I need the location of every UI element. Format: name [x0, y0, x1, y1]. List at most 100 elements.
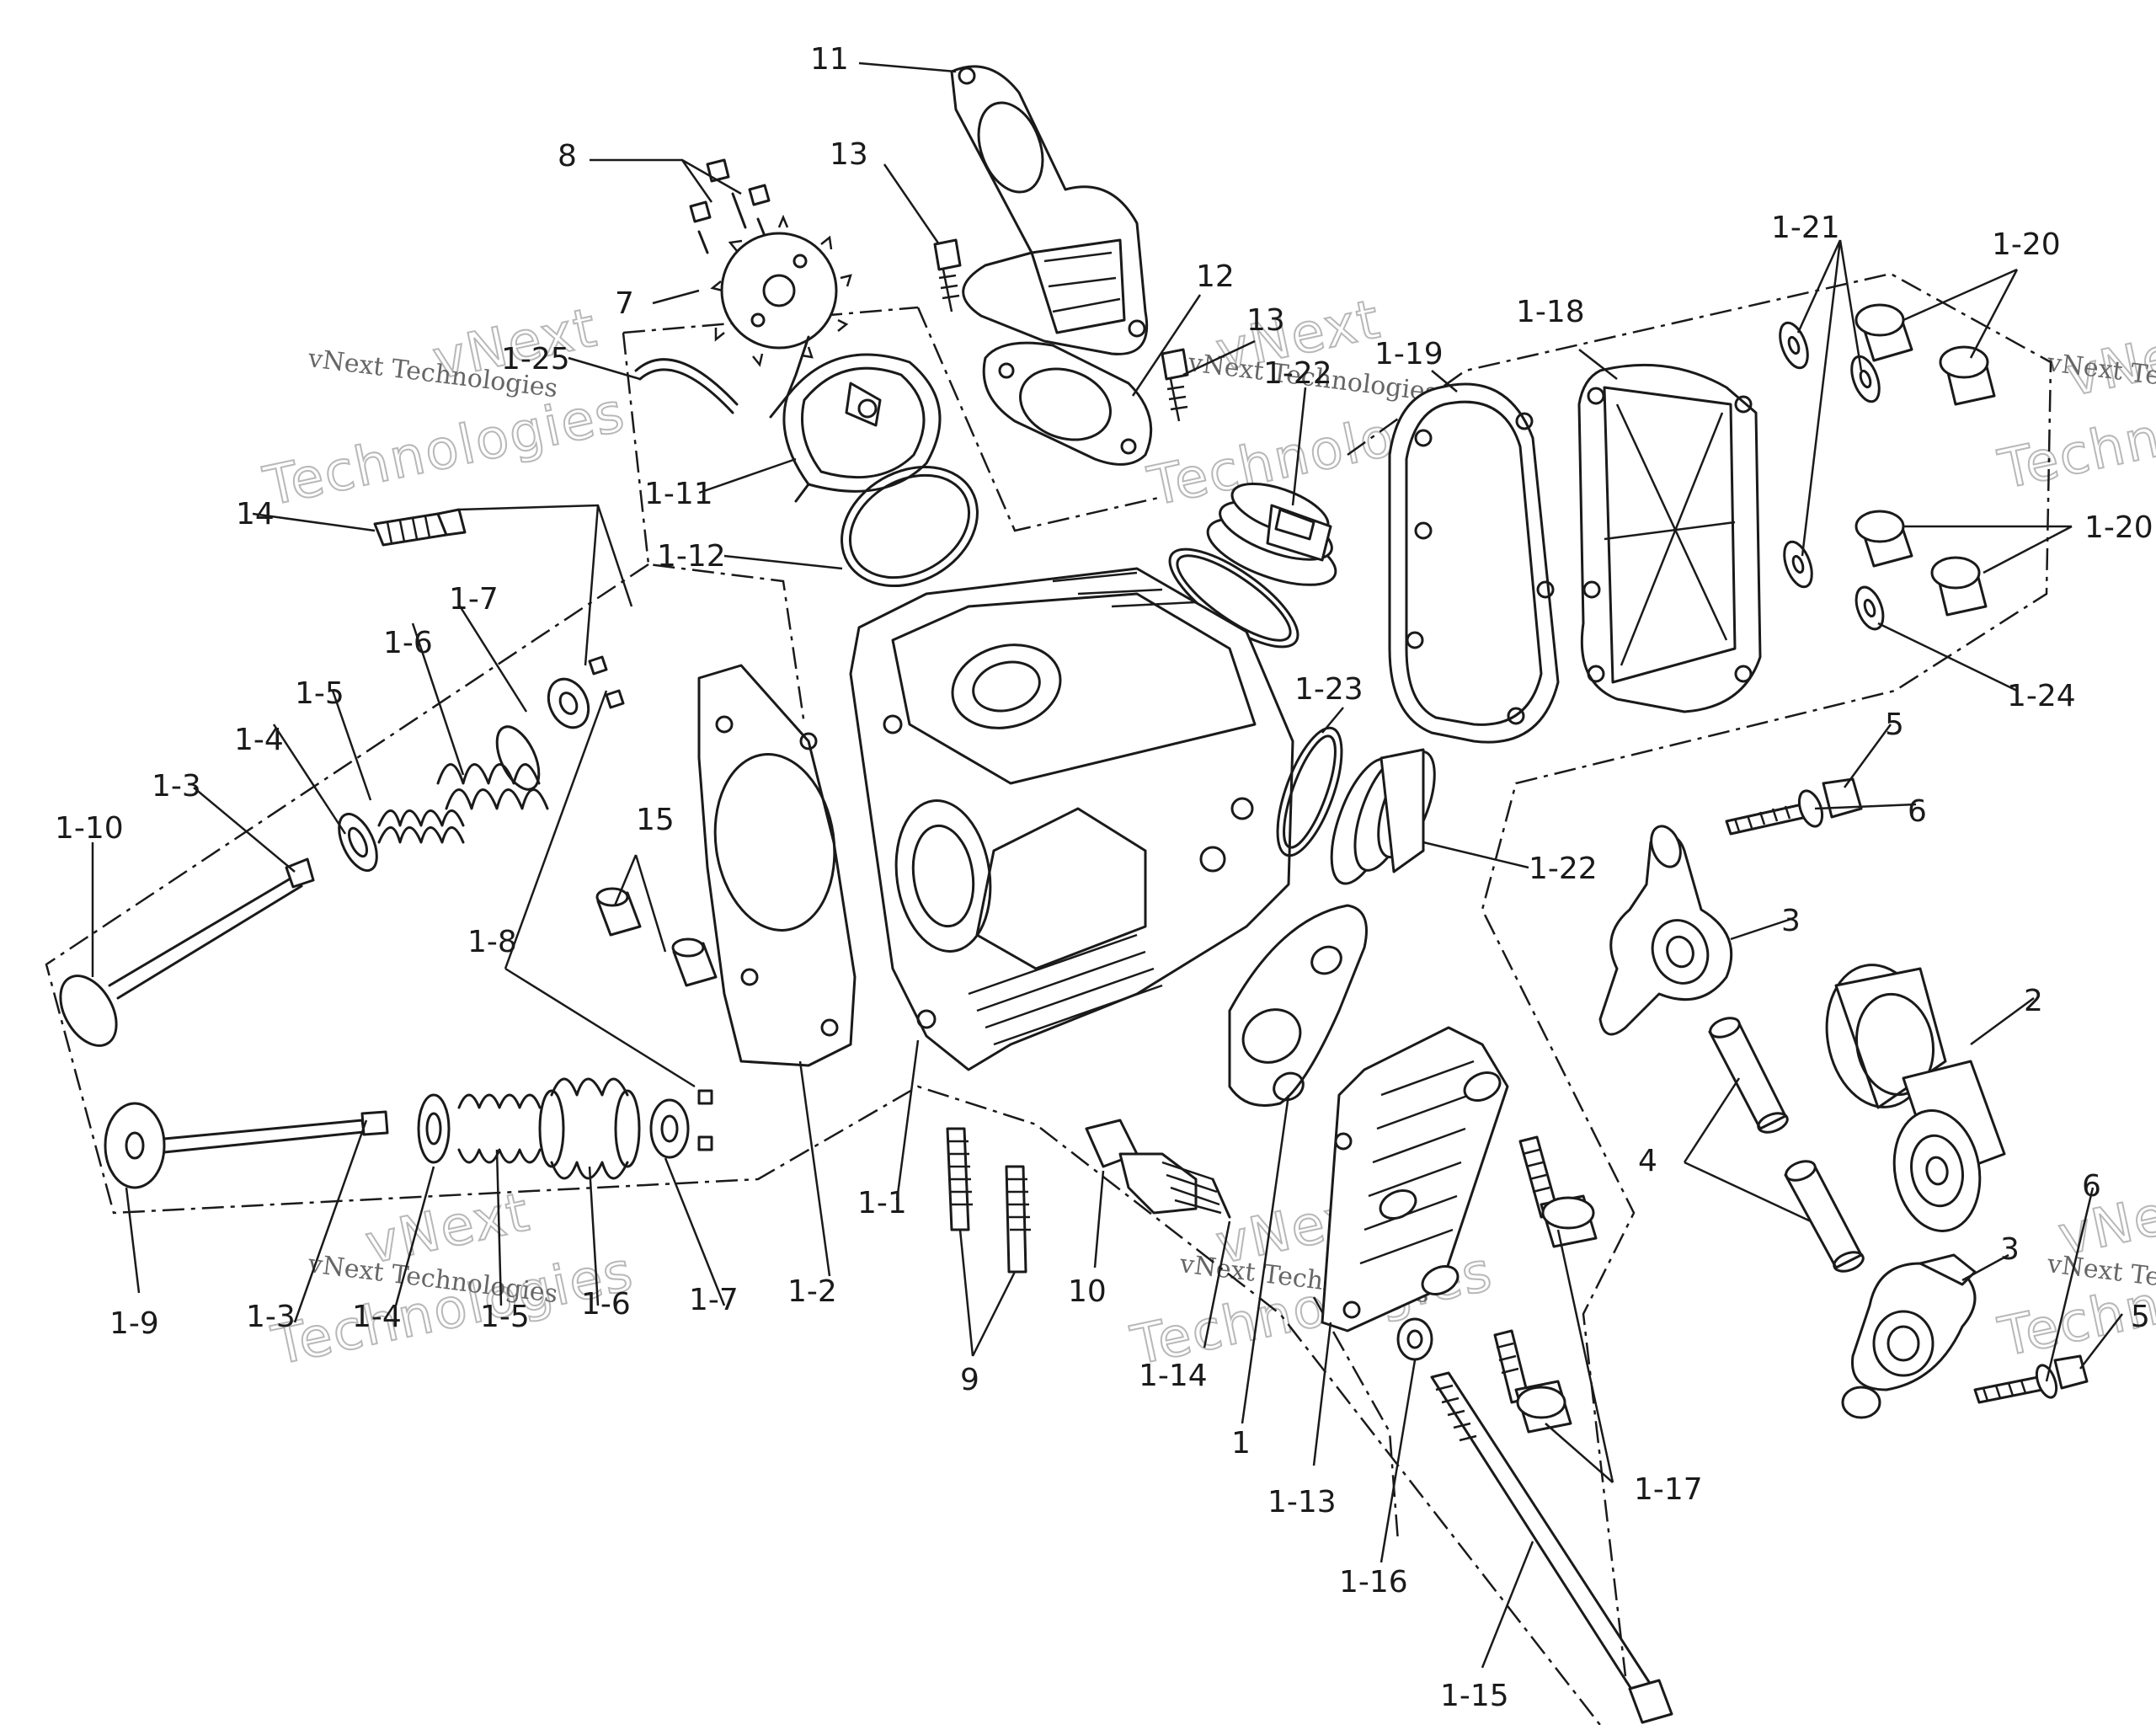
valve-cotters-1-8	[588, 655, 625, 709]
label-3-upper: 3	[1781, 904, 1801, 938]
valve-group-outline	[45, 563, 1601, 1725]
rocker-arm-3-lower	[1841, 1253, 1977, 1419]
cam-sprocket	[710, 214, 852, 367]
cam-cover-1-11	[769, 335, 942, 503]
label-1-6-upper: 1-6	[383, 626, 433, 660]
label-1-16: 1-16	[1339, 1565, 1408, 1599]
cam-housing-group-outline	[916, 307, 1163, 532]
spark-plug-10	[1085, 1119, 1231, 1219]
label-1-4-upper: 1-4	[234, 723, 284, 757]
label-1-6-lower: 1-6	[581, 1287, 631, 1322]
label-1-21: 1-21	[1771, 211, 1840, 245]
label-1-7-upper: 1-7	[449, 582, 499, 617]
cap-nuts-1-20	[1854, 303, 1996, 617]
valve-retainer-lower-1-7	[649, 1089, 713, 1159]
label-1-13: 1-13	[1267, 1485, 1337, 1519]
exhaust-valve-upper	[59, 857, 315, 1047]
bolt-13-upper	[933, 238, 962, 312]
part-labels: 11 8 13 7 12 13 1-25 1-11 14 1-12 1-7 1-…	[55, 42, 2153, 1713]
label-1-20-lower: 1-20	[2084, 510, 2153, 545]
watermark-word-bottom: Technologies	[259, 382, 631, 519]
label-11: 11	[810, 42, 849, 77]
valve-spring-inner-1-5	[377, 809, 465, 844]
valve-spring-washer-lower-1-4	[417, 1093, 451, 1164]
label-5-upper: 5	[1885, 708, 1904, 742]
intake-valve-lower	[104, 1102, 389, 1189]
gasket-1-2	[697, 664, 857, 1067]
label-1-3-lower: 1-3	[246, 1300, 296, 1334]
adjuster-cap-upper	[1206, 483, 1337, 586]
label-8: 8	[558, 139, 577, 174]
label-1-25: 1-25	[501, 342, 570, 377]
label-13-lower: 13	[1246, 303, 1285, 338]
washer-1-16	[1396, 1317, 1433, 1361]
label-1-2: 1-2	[787, 1274, 837, 1309]
label-1-24: 1-24	[2007, 679, 2076, 713]
label-6-upper: 6	[1908, 794, 1927, 829]
label-1-23: 1-23	[1294, 672, 1364, 707]
stud-14	[373, 508, 467, 547]
label-1-3-upper: 1-3	[152, 769, 201, 804]
label-9: 9	[960, 1363, 979, 1397]
valve-spring-outer-lower-1-6	[538, 1077, 641, 1180]
bolt-5-washer-6-upper	[1725, 777, 1863, 836]
valve-spring-outer-1-6	[436, 725, 549, 810]
camshaft-2	[1825, 964, 2006, 1232]
label-1-17: 1-17	[1634, 1472, 1703, 1507]
label-12: 12	[1196, 259, 1235, 294]
label-1-5-upper: 1-5	[295, 676, 344, 711]
valve-cover-gasket-1-19	[1388, 382, 1560, 744]
label-1-19: 1-19	[1374, 337, 1444, 371]
leader-lines	[91, 61, 2123, 1669]
label-1-7-lower: 1-7	[689, 1283, 739, 1317]
intake-manifold	[950, 65, 1149, 355]
bolts-1-17	[1493, 1135, 1598, 1434]
label-1-10: 1-10	[55, 811, 124, 846]
label-5-lower: 5	[2131, 1300, 2150, 1334]
label-1-12: 1-12	[657, 539, 726, 574]
label-1-1: 1-1	[857, 1186, 907, 1220]
label-1: 1	[1231, 1426, 1251, 1461]
label-6-lower: 6	[2082, 1169, 2101, 1204]
label-1-15: 1-15	[1440, 1679, 1509, 1713]
exhaust-gasket-1	[1228, 904, 1368, 1107]
label-1-4-lower: 1-4	[352, 1300, 402, 1334]
rocker-arm-3-upper	[1598, 825, 1733, 1036]
label-1-9: 1-9	[109, 1306, 159, 1341]
dowel-pins-15	[595, 887, 718, 987]
rocker-shafts-4	[1708, 1017, 1865, 1273]
cylinder-head-1-1	[849, 567, 1294, 1071]
valve-cover-1-18	[1577, 363, 1762, 713]
label-15: 15	[636, 803, 675, 837]
cover-group-outline	[1312, 272, 2052, 1677]
oring-lower-1-23	[1276, 726, 1343, 857]
label-1-18: 1-18	[1516, 295, 1585, 329]
intake-gasket	[982, 341, 1153, 466]
bolt-5-washer-6-lower	[1973, 1354, 2089, 1404]
label-4: 4	[1638, 1144, 1657, 1178]
label-10: 10	[1068, 1274, 1107, 1309]
label-1-20-upper: 1-20	[1992, 227, 2061, 262]
studs-9	[946, 1127, 1031, 1274]
label-13-upper: 13	[830, 137, 868, 172]
oring-1-12	[841, 465, 979, 588]
adjuster-cap-lower-1-22	[1330, 748, 1436, 885]
label-14: 14	[236, 497, 275, 531]
label-1-8: 1-8	[467, 925, 517, 959]
label-1-22-upper: 1-22	[1263, 356, 1332, 391]
label-1-14: 1-14	[1139, 1359, 1208, 1393]
washer-1-24	[1854, 585, 1885, 631]
label-3-lower: 3	[2000, 1232, 2020, 1267]
label-7: 7	[615, 286, 634, 321]
side-cover-1-13	[1321, 1026, 1509, 1332]
long-stud-1-15	[1430, 1371, 1673, 1724]
valve-spring-inner-lower-1-5	[457, 1093, 542, 1164]
valve-retainer-1-7	[547, 677, 590, 729]
washers-1-21	[1779, 321, 1881, 589]
valve-spring-washer-1-4	[338, 812, 378, 873]
label-2: 2	[2024, 984, 2043, 1018]
label-1-11: 1-11	[644, 477, 713, 511]
oring-1-25	[634, 358, 739, 414]
